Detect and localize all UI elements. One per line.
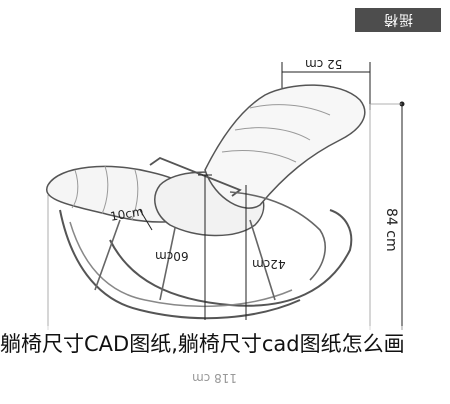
rocker-inner [69,221,293,308]
total-length-label: 118 cm [192,371,238,385]
front-rocker [59,209,301,320]
height-label: 84 cm [383,208,399,252]
page-caption: 躺椅尺寸CAD图纸,躺椅尺寸cad图纸怎么画 [0,326,450,362]
seat-width-label: 42cm [252,257,286,271]
seat-depth-line [139,209,153,231]
side-frame [229,191,326,281]
back-cushion [204,84,366,209]
seat-height-label: 60cm [155,249,189,263]
chair-type-tag: 摇椅 [355,8,441,32]
top-width-label: 52 cm [305,57,343,71]
back-rocker [109,209,353,307]
